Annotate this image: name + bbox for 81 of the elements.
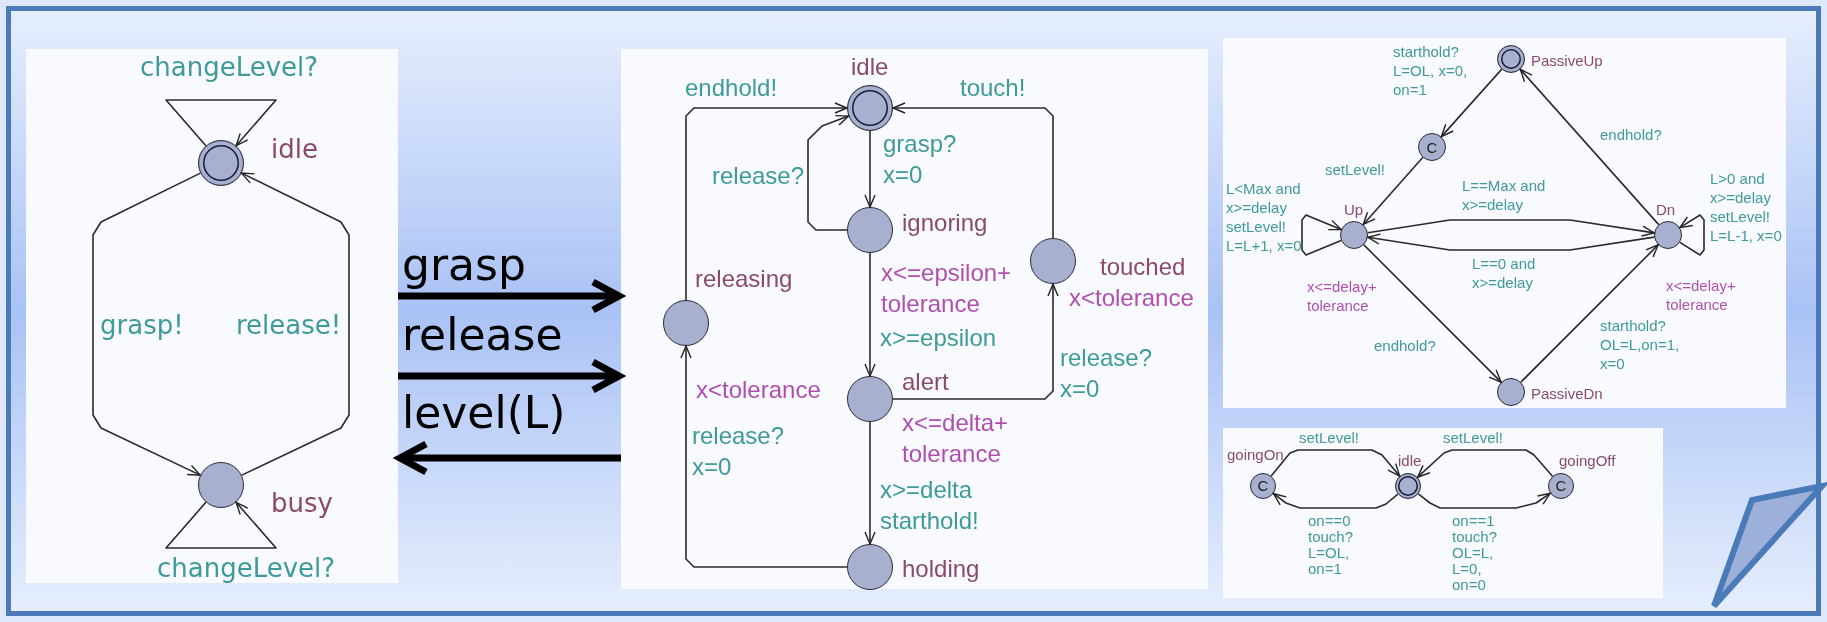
state-name: goingOff — [1559, 453, 1616, 469]
signal-label: level(L) — [402, 390, 566, 436]
transition-arrow — [864, 421, 876, 545]
edge-label: endhold? — [1374, 336, 1436, 355]
edge-label: release? x=0 — [692, 421, 786, 482]
state-name: idle — [1398, 453, 1422, 469]
edge-label: starthold? L=OL, x=0, on=1 — [1393, 42, 1469, 99]
transition-arrow — [864, 252, 876, 377]
edge-label: endhold? — [1600, 125, 1662, 144]
transition-arrow — [680, 345, 848, 568]
edge-label: starthold? OL=L,on=1, x=0 — [1600, 316, 1681, 373]
edge-label: L>0 and x>=delay setLevel! L=L-1, x=0 — [1710, 169, 1782, 245]
edge-label: L==Max and x>=delay — [1462, 176, 1547, 214]
invariant-label: x<=epsilon+ tolerance — [881, 258, 1013, 319]
transition-arrow — [1416, 449, 1554, 478]
transition-arrow — [92, 172, 202, 476]
state-name: PassiveDn — [1531, 384, 1603, 403]
transition-arrow — [1679, 214, 1705, 256]
transition-arrow — [1417, 492, 1551, 509]
edge-label: setLevel! — [1325, 160, 1386, 179]
signal-label: release — [402, 312, 563, 358]
committed-mark: C — [1257, 478, 1269, 494]
committed-mark: C — [1555, 478, 1567, 494]
state-name: releasing — [695, 264, 793, 294]
edge-label: endhold! — [685, 73, 778, 103]
state-name: holding — [902, 554, 980, 584]
state-name: goingOn — [1227, 447, 1284, 463]
signal-label: grasp — [402, 242, 526, 288]
state-name: ignoring — [902, 208, 988, 238]
transition-arrow — [1270, 449, 1401, 477]
edge-label: grasp! — [100, 310, 184, 340]
edge-label: on==0 touch? L=OL, on=1 — [1308, 513, 1355, 577]
edge-label: L==0 and x>=delay — [1472, 254, 1537, 292]
invariant-label: x<=delay+ tolerance — [1307, 277, 1378, 315]
invariant-label: x<=delta+ tolerance — [902, 408, 1010, 469]
transition-arrow — [1519, 68, 1660, 226]
edge-label: setLevel! — [1299, 430, 1360, 446]
transition-arrow — [165, 99, 277, 147]
edge-label: release? x=0 — [1060, 343, 1154, 404]
edge-label: x>=delta starthold! — [880, 475, 980, 536]
edge-label: grasp? x=0 — [883, 129, 958, 190]
state-name: idle — [851, 52, 889, 82]
transition-arrow — [685, 102, 848, 301]
transition-arrow — [240, 172, 350, 476]
transition-arrow — [1367, 219, 1655, 237]
transition-arrow — [807, 114, 850, 231]
transition-arrow — [892, 102, 1054, 239]
edge-label: release! — [236, 310, 342, 340]
transition-arrow — [1362, 156, 1424, 226]
transition-arrow — [165, 501, 277, 549]
edge-label: touch! — [960, 73, 1026, 103]
invariant-label: x<=delay+ tolerance — [1666, 276, 1737, 314]
state-name: touched — [1100, 252, 1186, 282]
automaton-panel — [621, 49, 1208, 589]
state-name: Dn — [1656, 200, 1676, 219]
state-name: idle — [271, 134, 318, 164]
edge-label: release? — [712, 161, 805, 191]
automaton-panel — [1223, 38, 1786, 408]
state-name: Up — [1344, 200, 1364, 219]
edge-label: changeLevel? — [157, 553, 336, 583]
transition-arrow — [864, 130, 876, 208]
invariant-label: x<tolerance — [1069, 283, 1195, 313]
transition-arrow — [1301, 214, 1342, 256]
edge-label: on==1 touch? OL=L, L=0, on=0 — [1452, 513, 1499, 593]
transition-arrow — [1272, 492, 1399, 509]
state-circle — [1418, 133, 1446, 161]
transition-arrow — [1367, 233, 1655, 251]
transition-arrow — [1440, 68, 1503, 138]
edge-label: setLevel! — [1443, 430, 1504, 446]
automaton-panel — [26, 49, 398, 583]
transition-arrow — [892, 283, 1059, 400]
state-name: busy — [271, 488, 333, 518]
state-name: PassiveUp — [1531, 51, 1603, 70]
committed-mark: C — [1426, 137, 1438, 157]
edge-label: x>=epsilon — [880, 323, 997, 353]
edge-label: changeLevel? — [140, 52, 319, 82]
transition-arrow — [1363, 244, 1502, 383]
transition-arrow — [1520, 244, 1659, 383]
edge-label: L<Max and x>=delay setLevel! L=L+1, x=0 — [1226, 179, 1302, 255]
state-name: alert — [902, 367, 949, 397]
automaton-panel — [1223, 428, 1663, 598]
